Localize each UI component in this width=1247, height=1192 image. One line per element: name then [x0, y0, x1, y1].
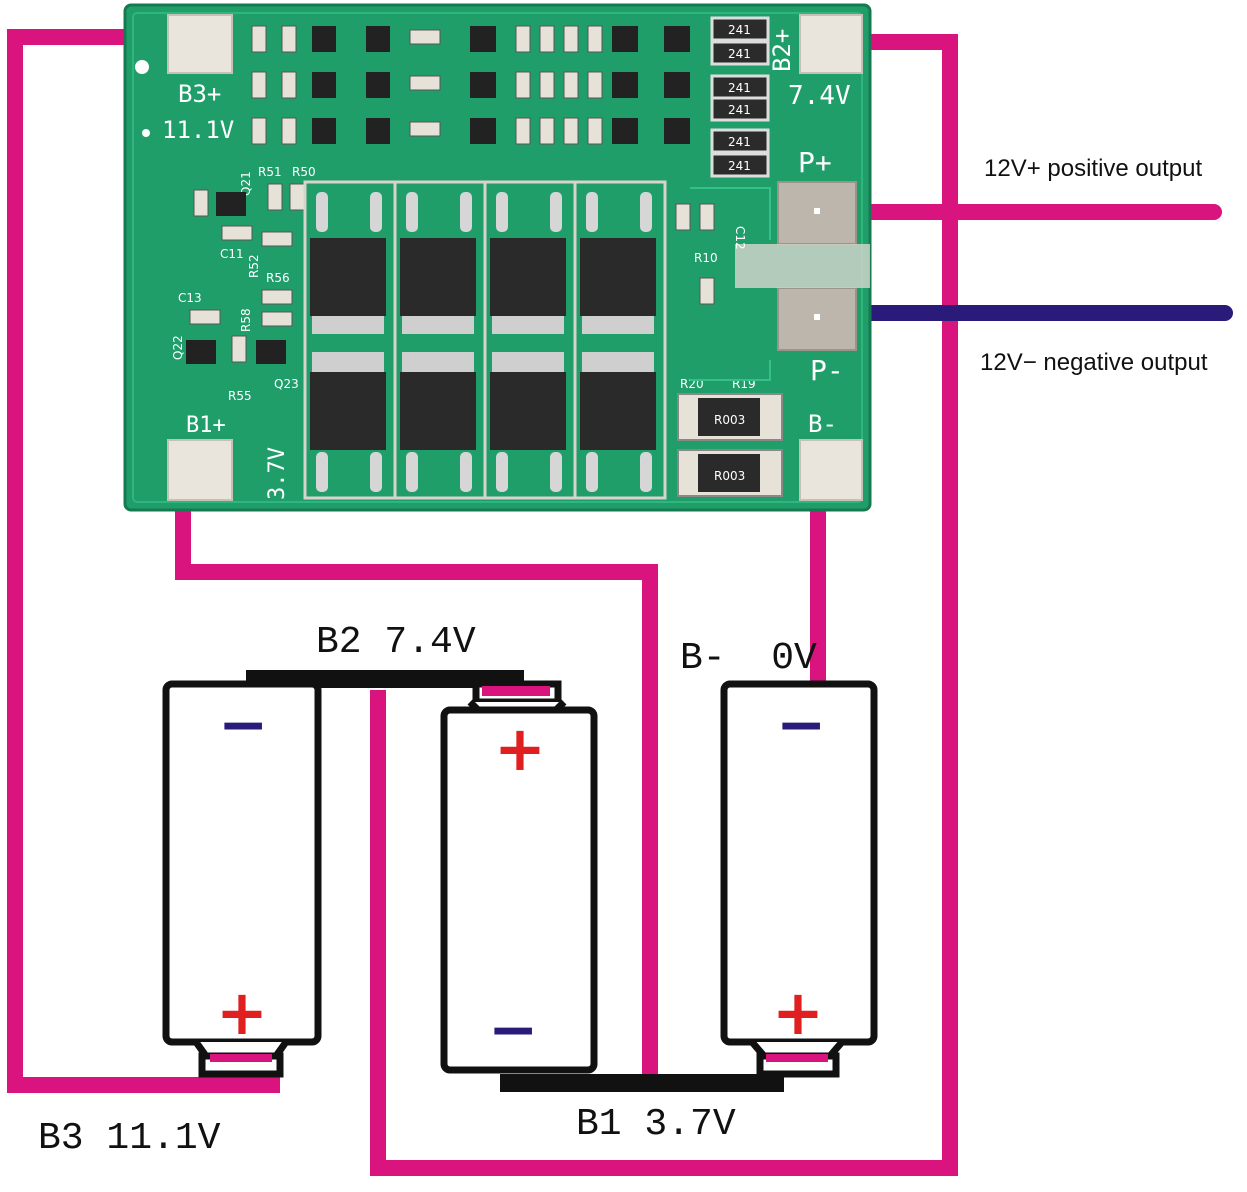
- battery-right-minus: −: [776, 690, 826, 760]
- label-positive-output: 12V+ positive output: [984, 155, 1202, 182]
- resistor-code-5: 241: [728, 135, 751, 149]
- silk-r58: R58: [239, 308, 253, 332]
- wire-b3: [7, 29, 280, 1093]
- wire-b2: [370, 34, 958, 1176]
- silk-b1-plus: B1+: [186, 413, 226, 438]
- pad-b-minus: [799, 439, 863, 501]
- label-b-minus-voltage: B- 0V: [680, 637, 817, 680]
- silk-11v: 11.1V: [162, 116, 234, 144]
- silk-p-plus: P+: [798, 146, 832, 179]
- silk-c13: C13: [178, 291, 202, 305]
- battery-middle-plus: +: [494, 712, 546, 785]
- pad-b1-plus: [167, 439, 233, 501]
- resistor-code-3: 241: [728, 81, 751, 95]
- silk-r55: R55: [228, 389, 252, 403]
- battery-middle-minus: −: [488, 995, 538, 1065]
- wire-b1: [175, 510, 658, 1082]
- battery-left-plus: +: [216, 976, 268, 1049]
- pad-b3-plus: [167, 14, 233, 74]
- silk-r10: R10: [694, 251, 718, 265]
- resistor-code-6: 241: [728, 159, 751, 173]
- silk-r56: R56: [266, 271, 290, 285]
- wire-output-negative-end: [1217, 305, 1233, 321]
- silk-q23: Q23: [274, 377, 299, 391]
- shunt-resistors: R003 R003: [677, 393, 783, 497]
- shunt-code-2: R003: [714, 469, 745, 483]
- silk-b3-plus: B3+: [178, 80, 221, 108]
- bms-board: B3+ 11.1V B2+ 7.4V P+ P- B1+ 3.7V B- R51…: [123, 3, 872, 512]
- silk-q22: Q22: [171, 335, 185, 360]
- resistors-241: 241 241 241 241 241 241: [710, 16, 770, 178]
- resistor-code-1: 241: [728, 23, 751, 37]
- silk-p-minus: P-: [810, 354, 844, 387]
- resistor-code-4: 241: [728, 103, 751, 117]
- silk-r51: R51: [258, 165, 282, 179]
- battery-left: − +: [162, 680, 322, 1078]
- wires: [7, 29, 958, 1176]
- silk-q21: Q21: [239, 171, 253, 196]
- silk-b-minus: B-: [808, 410, 837, 438]
- label-b2-voltage: B2 7.4V: [316, 621, 476, 664]
- smd-rows: [186, 25, 715, 364]
- bus-b1: [500, 1074, 784, 1092]
- wire-output-positive-end: [1206, 204, 1222, 220]
- battery-middle: + −: [440, 680, 598, 1074]
- label-b3-voltage: B3 11.1V: [38, 1117, 221, 1160]
- label-negative-output: 12V− negative output: [980, 349, 1208, 376]
- silk-r52: R52: [247, 254, 261, 278]
- battery-right: − +: [720, 680, 878, 1078]
- shunt-code-1: R003: [714, 413, 745, 427]
- resistor-code-2: 241: [728, 47, 751, 61]
- mosfet-array: [303, 180, 667, 500]
- pad-b2-plus: [799, 14, 863, 74]
- label-b1-voltage: B1 3.7V: [576, 1103, 736, 1146]
- silk-7v: 7.4V: [788, 81, 851, 111]
- battery-right-plus: +: [772, 976, 824, 1049]
- silk-3v: 3.7V: [265, 447, 290, 500]
- silk-c12: C12: [733, 226, 747, 250]
- silk-b2-plus: B2+: [768, 29, 796, 72]
- battery-left-minus: −: [218, 690, 268, 760]
- silk-r50: R50: [292, 165, 316, 179]
- silk-c11: C11: [220, 247, 244, 261]
